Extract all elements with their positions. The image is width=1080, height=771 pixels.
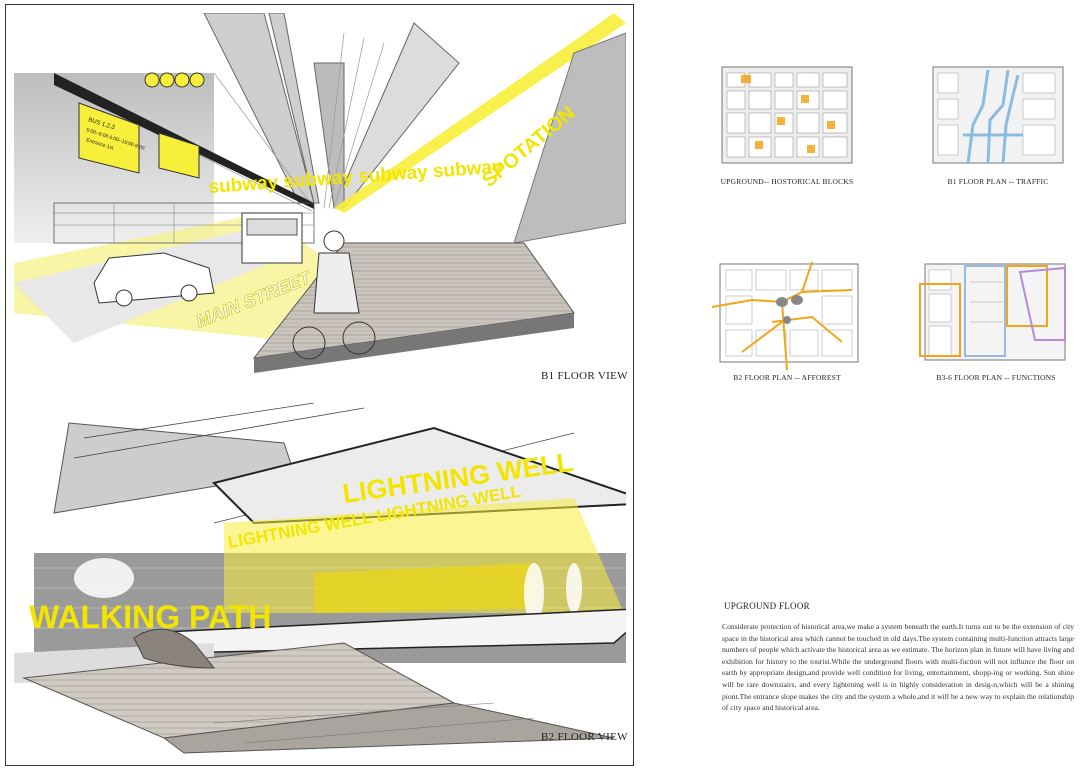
plan-afforest xyxy=(711,261,859,372)
b2-floor-view-caption: B2 FLOOR VIEW xyxy=(541,731,628,743)
b1-floor-view-caption: B1 FLOOR VIEW xyxy=(541,370,628,382)
plan-label-historical-blocks: UPGROUND-- HOSTORICAL BLOCKS xyxy=(720,177,854,186)
b2-perspective-drawing: LIGHTNING WELL LIGHTNING WELL LIGHTNING … xyxy=(14,403,626,754)
plan-label-functions: B3-6 FLOOR PLAN -- FUNCTIONS xyxy=(936,373,1056,382)
functions-map xyxy=(919,263,1066,361)
b2-floor-view-illustration: LIGHTNING WELL LIGHTNING WELL LIGHTNING … xyxy=(14,403,626,758)
b1-floor-view-illustration: BUS 1.2.3 5:00--6:00 6:00--10:00 8:00 En… xyxy=(14,13,626,375)
plan-label-traffic: B1 FLOOR PLAN -- TRAFFIC xyxy=(947,177,1049,186)
afforest-map xyxy=(711,261,859,371)
perspective-panel: BUS 1.2.3 5:00--6:00 6:00--10:00 8:00 En… xyxy=(5,4,634,766)
b1-perspective-drawing: BUS 1.2.3 5:00--6:00 6:00--10:00 8:00 En… xyxy=(14,13,626,373)
notes-body: Considerate protection of historical are… xyxy=(722,622,1074,713)
plan-traffic xyxy=(928,65,1068,175)
traffic-map xyxy=(932,66,1064,164)
plan-historical-blocks xyxy=(717,65,857,175)
plan-label-afforest: B2 FLOOR PLAN -- AFFOREST xyxy=(733,373,841,382)
plan-functions xyxy=(915,262,1066,372)
walking-path-label: WALKING PATH xyxy=(29,599,271,635)
notes-title: UPGROUND FLOOR xyxy=(724,601,810,611)
historical-blocks-map xyxy=(721,66,853,164)
